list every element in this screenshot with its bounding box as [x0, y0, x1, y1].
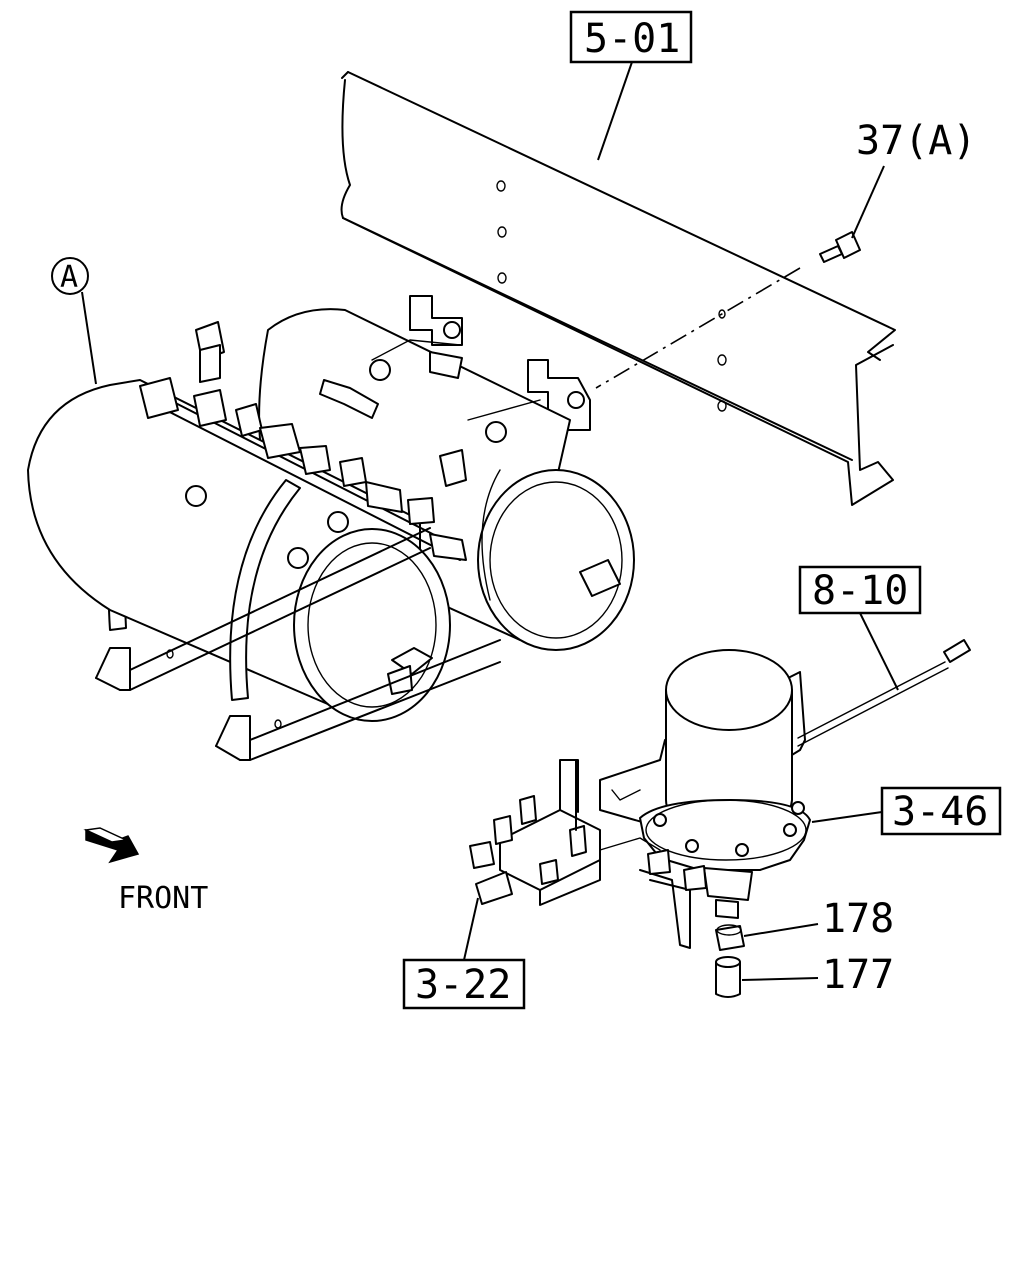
ref-box-5-01 [569, 10, 693, 64]
frame-rail [340, 71, 896, 506]
valve-assembly [469, 759, 661, 906]
tank-mount-rails [95, 527, 501, 761]
ref-label-8-10: 8-10 [812, 568, 908, 614]
part-label-177: 177 [822, 952, 894, 998]
ref-label-3-46: 3-46 [892, 789, 988, 835]
part-label-37a: 37(A) [856, 118, 976, 164]
pipe-177 [715, 956, 741, 998]
ref-label-3-22: 3-22 [415, 962, 511, 1008]
nut-178 [715, 924, 745, 951]
tank-piping [139, 321, 467, 561]
part-label-178: 178 [822, 896, 894, 942]
tank-brackets-rear [409, 295, 591, 431]
air-dryer [567, 639, 971, 949]
front-arrow-icon [83, 827, 140, 864]
front-label: FRONT [118, 881, 208, 916]
callout-a-label: A [60, 260, 78, 295]
ref-box-3-46 [880, 786, 1002, 836]
callout-a: A [51, 257, 97, 385]
air-tank-front [27, 379, 451, 722]
ref-label-5-01: 5-01 [584, 16, 680, 62]
bolt-37a [595, 231, 861, 389]
ref-box-8-10 [798, 565, 922, 615]
